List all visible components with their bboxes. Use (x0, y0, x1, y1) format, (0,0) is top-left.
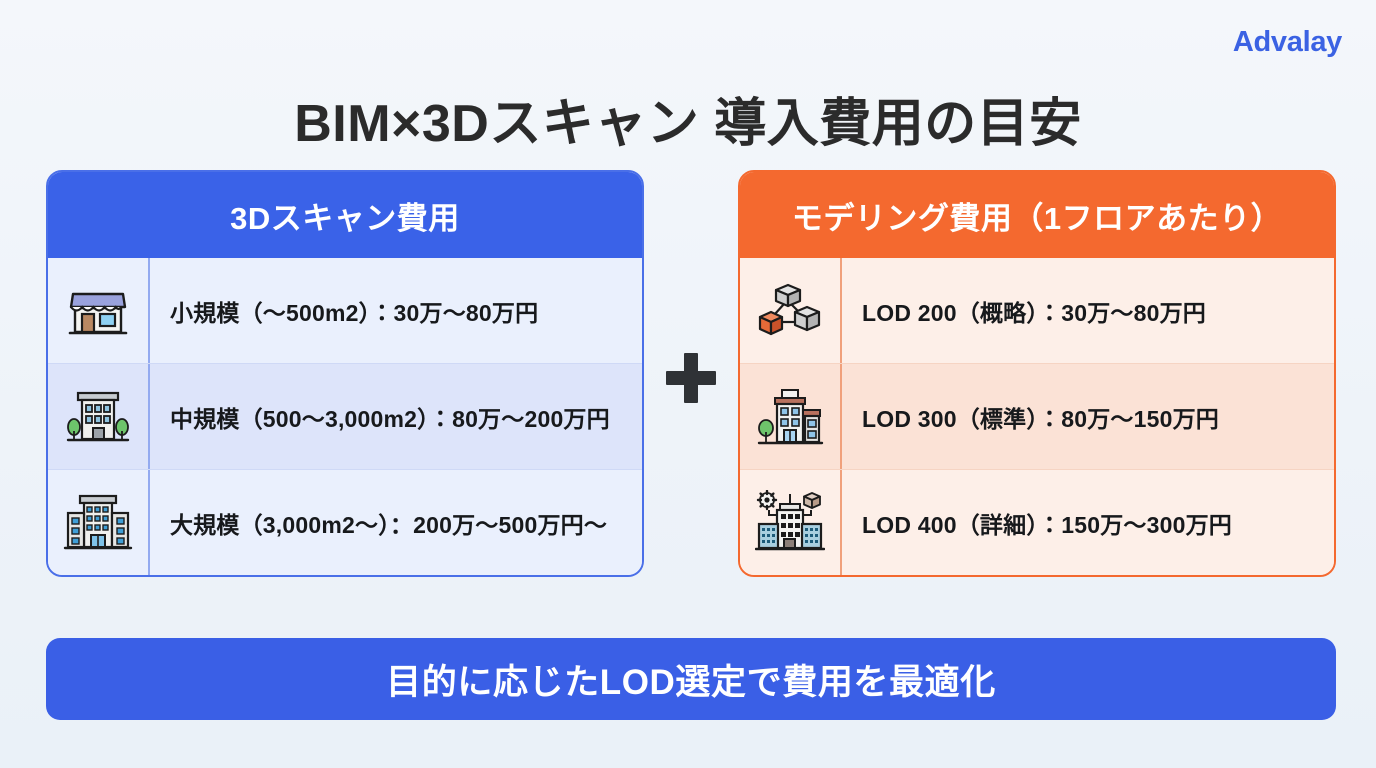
storefront-icon (48, 258, 150, 363)
table-row[interactable]: LOD 300（標準）：80万〜150万円 (740, 363, 1334, 469)
building-tree-icon (740, 364, 842, 469)
row-label: 中規模（500〜3,000m2）：80万〜200万円 (170, 405, 610, 432)
scan-cost-card: 3Dスキャン費用 小規模（〜500m2）：30万〜80万円 (46, 170, 644, 577)
plus-operator (644, 170, 738, 585)
page-title: BIM×3Dスキャン 導入費用の目安 (294, 94, 1082, 153)
table-row[interactable]: 中規模（500〜3,000m2）：80万〜200万円 (48, 363, 642, 469)
connected-cubes-icon (740, 258, 842, 363)
large-building-complex-icon (48, 470, 150, 575)
detailed-building-gear-cube-icon (740, 470, 842, 575)
plus-icon (666, 352, 716, 403)
table-row[interactable]: 小規模（〜500m2）：30万〜80万円 (48, 258, 642, 363)
scan-card-header: 3Dスキャン費用 (48, 172, 642, 258)
modeling-cost-card: モデリング費用（1フロアあたり） (738, 170, 1336, 577)
row-label: LOD 200（概略）：30万〜80万円 (862, 299, 1206, 326)
row-label: LOD 400（詳細）：150万〜300万円 (862, 511, 1232, 538)
office-building-trees-icon (48, 364, 150, 469)
table-row[interactable]: 大規模（3,000m2〜）：200万〜500万円〜 (48, 469, 642, 575)
summary-banner: 目的に応じたLOD選定で費用を最適化 (46, 638, 1336, 720)
table-row[interactable]: LOD 200（概略）：30万〜80万円 (740, 258, 1334, 363)
row-label: 大規模（3,000m2〜）：200万〜500万円〜 (170, 511, 608, 538)
table-row[interactable]: LOD 400（詳細）：150万〜300万円 (740, 469, 1334, 575)
modeling-card-header: モデリング費用（1フロアあたり） (740, 172, 1334, 258)
row-label: LOD 300（標準）：80万〜150万円 (862, 405, 1219, 432)
brand-logo: Advalay (1232, 26, 1342, 58)
cards-container: 3Dスキャン費用 小規模（〜500m2）：30万〜80万円 (46, 170, 1336, 585)
row-label: 小規模（〜500m2）：30万〜80万円 (170, 299, 539, 326)
